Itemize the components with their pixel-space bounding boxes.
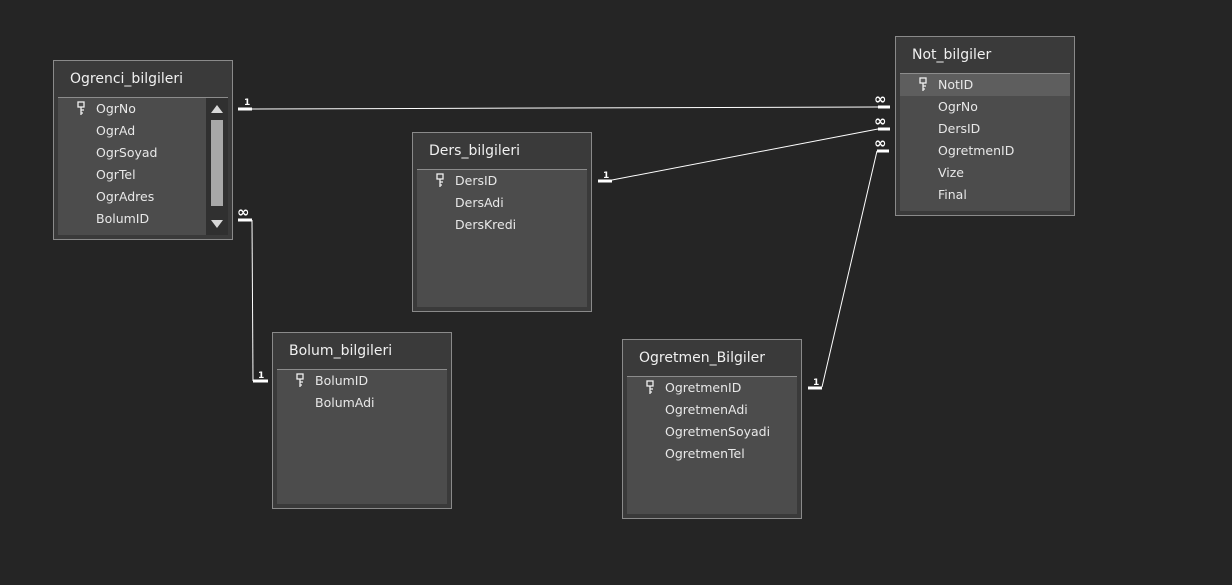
table-title: Not_bilgiler xyxy=(912,47,992,63)
field-row[interactable]: BolumID xyxy=(58,208,228,230)
field-name: BolumID xyxy=(96,211,150,226)
field-list: BolumID BolumAdi xyxy=(277,369,447,504)
field-name: OgretmenID xyxy=(938,143,1015,158)
key-icon xyxy=(919,77,927,91)
field-row[interactable]: OgretmenAdi xyxy=(627,399,797,421)
field-row[interactable]: DersID xyxy=(900,118,1070,140)
key-icon xyxy=(77,101,85,115)
field-name: DersID xyxy=(938,121,981,136)
rel-ders-not-line xyxy=(611,128,879,181)
field-name: DersKredi xyxy=(455,217,517,232)
field-name: OgrTel xyxy=(96,167,136,182)
field-row[interactable]: OgretmenSoyadi xyxy=(627,421,797,443)
field-row[interactable]: OgrTel xyxy=(58,164,228,186)
field-row[interactable]: DersAdi xyxy=(417,192,587,214)
table-ogrenci-bilgileri[interactable]: Ogrenci_bilgileri OgrNo OgrAd OgrSoyad O… xyxy=(53,60,233,240)
ogretmen-one-label: 1 xyxy=(813,378,819,388)
field-row[interactable]: OgrAdres xyxy=(58,186,228,208)
field-name: OgrAd xyxy=(96,123,136,138)
field-row[interactable]: OgretmenTel xyxy=(627,443,797,465)
key-icon xyxy=(296,373,304,387)
field-row[interactable]: DersKredi xyxy=(417,214,587,236)
field-row[interactable]: Vize xyxy=(900,162,1070,184)
field-name: OgrNo xyxy=(938,99,978,114)
table-ogretmen-bilgiler[interactable]: Ogretmen_Bilgiler OgretmenID OgretmenAdi… xyxy=(622,339,802,519)
scrollbar[interactable] xyxy=(206,98,228,235)
field-row[interactable]: OgrNo xyxy=(900,96,1070,118)
scroll-down-arrow-icon[interactable] xyxy=(211,220,223,228)
field-name: OgretmenAdi xyxy=(665,402,748,417)
field-name: OgrSoyad xyxy=(96,145,158,160)
field-name: OgretmenTel xyxy=(665,446,745,461)
field-list: NotID OgrNo DersID OgretmenID Vize Final xyxy=(900,73,1070,211)
scroll-thumb[interactable] xyxy=(211,120,223,206)
field-row[interactable]: BolumID xyxy=(277,370,447,392)
rel-ogrenci-not-line xyxy=(251,106,879,110)
key-icon xyxy=(646,380,654,394)
field-name: Vize xyxy=(938,165,965,180)
table-title: Ogrenci_bilgileri xyxy=(70,71,184,87)
not-many-label-3: ∞ xyxy=(874,134,887,152)
field-row[interactable]: OgrAd xyxy=(58,120,228,142)
field-list: OgrNo OgrAd OgrSoyad OgrTel OgrAdres Bol… xyxy=(58,97,228,235)
field-name: BolumID xyxy=(315,373,369,388)
field-row[interactable]: Final xyxy=(900,184,1070,206)
field-row[interactable]: OgrSoyad xyxy=(58,142,228,164)
field-name: OgretmenSoyadi xyxy=(665,424,771,439)
field-name: OgretmenID xyxy=(665,380,742,395)
bolum-one-label: 1 xyxy=(258,371,264,381)
field-name: OgrNo xyxy=(96,101,136,116)
not-many-label-2: ∞ xyxy=(874,112,887,130)
field-name: OgrAdres xyxy=(96,189,155,204)
table-title: Ders_bilgileri xyxy=(429,143,521,159)
field-row[interactable]: OgretmenID xyxy=(900,140,1070,162)
field-name: NotID xyxy=(938,77,974,92)
field-row[interactable]: OgretmenID xyxy=(627,377,797,399)
table-title: Bolum_bilgileri xyxy=(289,343,393,359)
scroll-up-arrow-icon[interactable] xyxy=(211,105,223,113)
ders-one-label: 1 xyxy=(603,171,609,181)
table-title: Ogretmen_Bilgiler xyxy=(639,350,765,366)
not-many-label-1: ∞ xyxy=(874,90,887,108)
field-list: OgretmenID OgretmenAdi OgretmenSoyadi Og… xyxy=(627,376,797,514)
field-name: DersID xyxy=(455,173,498,188)
rel-ogretmen-not-line xyxy=(821,150,878,388)
field-list: DersID DersAdi DersKredi xyxy=(417,169,587,307)
key-icon xyxy=(436,173,444,187)
field-row[interactable]: DersID xyxy=(417,170,587,192)
field-name: Final xyxy=(938,187,967,202)
table-bolum-bilgileri[interactable]: Bolum_bilgileri BolumID BolumAdi xyxy=(272,332,452,509)
ogrenci-many-label: ∞ xyxy=(237,203,250,221)
rel-ogrenci-bolum-line xyxy=(251,219,254,382)
field-row[interactable]: BolumAdi xyxy=(277,392,447,414)
field-name: DersAdi xyxy=(455,195,504,210)
ogrenci-one-label: 1 xyxy=(244,98,250,108)
field-row-selected[interactable]: NotID xyxy=(900,74,1070,96)
table-ders-bilgileri[interactable]: Ders_bilgileri DersID DersAdi DersKredi xyxy=(412,132,592,312)
table-not-bilgiler[interactable]: Not_bilgiler NotID OgrNo DersID Ogretmen… xyxy=(895,36,1075,216)
field-row[interactable]: OgrNo xyxy=(58,98,228,120)
field-name: BolumAdi xyxy=(315,395,375,410)
